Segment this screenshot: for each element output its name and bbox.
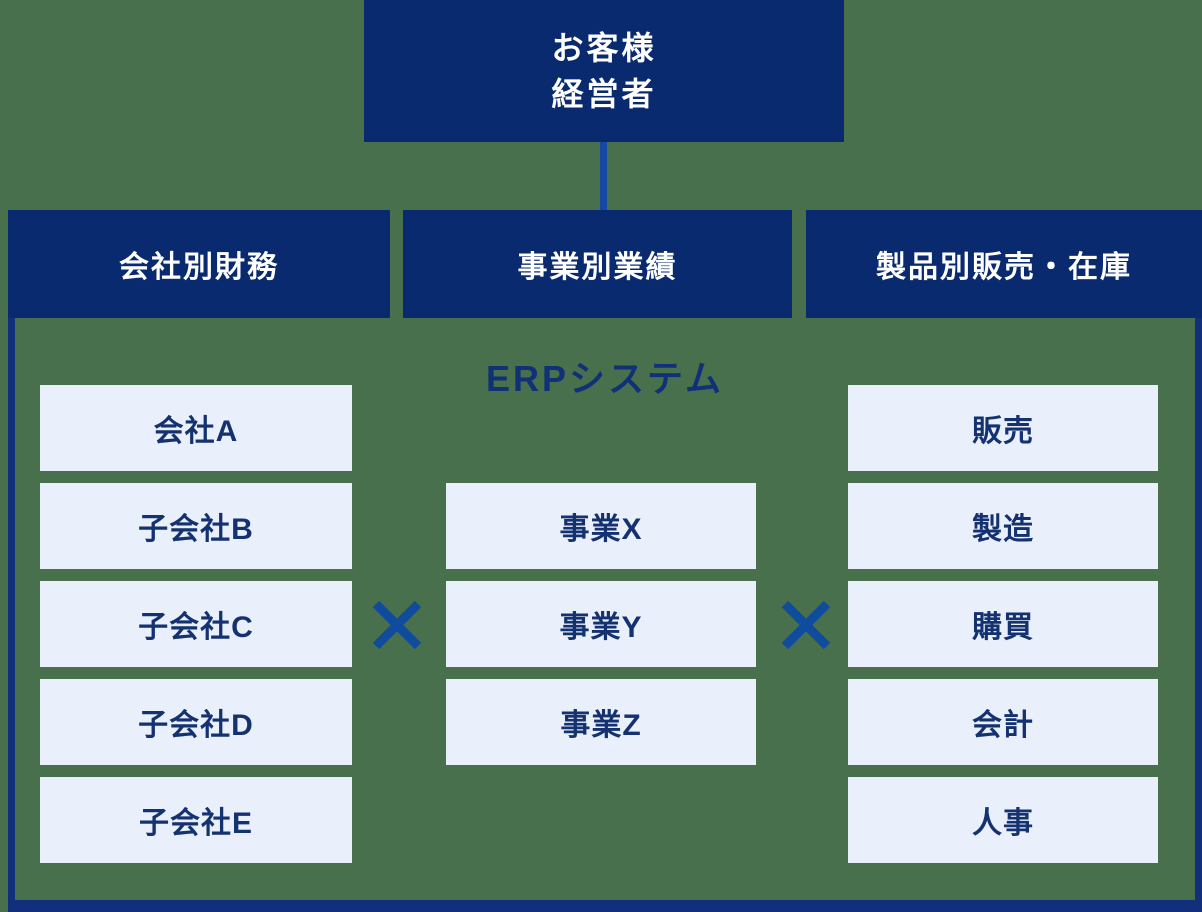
- erp-system-container: [8, 318, 1202, 912]
- header-product-sales-inventory: 製品別販売・在庫: [806, 210, 1202, 318]
- subsidiary-b-box: 子会社B: [40, 483, 352, 569]
- purchasing-box: 購買: [848, 581, 1158, 667]
- manufacturing-box: 製造: [848, 483, 1158, 569]
- subsidiary-d-box: 子会社D: [40, 679, 352, 765]
- subsidiary-c-box: 子会社C: [40, 581, 352, 667]
- company-a-box: 会社A: [40, 385, 352, 471]
- business-y-box: 事業Y: [446, 581, 756, 667]
- header-business-performance: 事業別業績: [403, 210, 792, 318]
- header-business-performance-label: 事業別業績: [517, 251, 678, 284]
- header-product-sales-inventory-label: 製品別販売・在庫: [876, 251, 1132, 284]
- multiply-icon: [369, 597, 425, 653]
- erp-system-title: ERPシステム: [486, 358, 724, 399]
- header-company-finance-label: 会社別財務: [119, 251, 279, 284]
- business-x-box: 事業X: [446, 483, 756, 569]
- connector-line: [600, 142, 607, 210]
- customer-management-box: お客様 経営者: [364, 0, 844, 142]
- hr-box: 人事: [848, 777, 1158, 863]
- multiply-icon: [778, 597, 834, 653]
- accounting-box: 会計: [848, 679, 1158, 765]
- subsidiary-e-box: 子会社E: [40, 777, 352, 863]
- management-label: 経営者: [551, 76, 657, 112]
- customer-label: お客様: [551, 29, 657, 66]
- header-company-finance: 会社別財務: [8, 210, 390, 318]
- business-z-box: 事業Z: [446, 679, 756, 765]
- sales-box: 販売: [848, 385, 1158, 471]
